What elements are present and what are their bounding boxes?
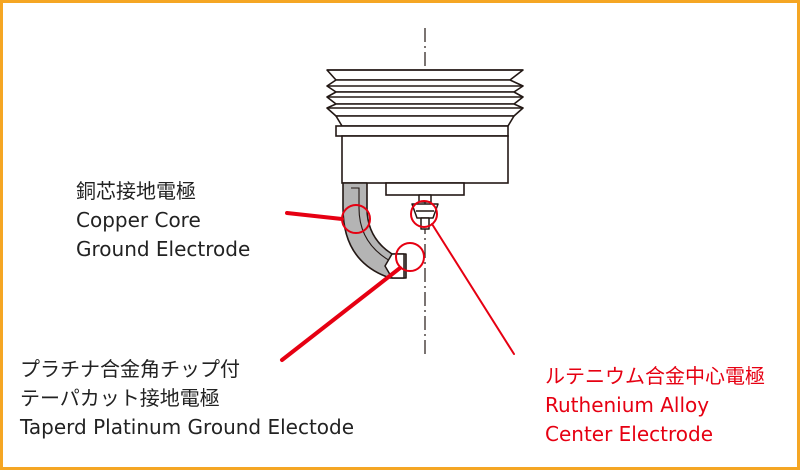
shell-collar (335, 125, 509, 137)
copper-core-label-jp: 銅芯接地電極 (76, 179, 196, 203)
thread-lines (327, 69, 523, 109)
copper-core-label-en2: Ground Electrode (76, 237, 251, 261)
ruthenium-callout-circle (410, 200, 438, 228)
copper-core-label-en1: Copper Core (76, 208, 201, 232)
ruthenium-leader (431, 223, 515, 355)
platinum-tip-callout-circle (395, 242, 425, 272)
center-electrode (411, 194, 439, 230)
ruthenium-center-label: ルテニウム合金中心電極 Ruthenium Alloy Center Elect… (545, 362, 765, 449)
platinum-tip-label-en: Taperd Platinum Ground Electode (20, 415, 355, 439)
shell-body (341, 135, 509, 184)
ruthenium-center-label-jp: ルテニウム合金中心電極 (545, 364, 765, 388)
ruthenium-center-label-en1: Ruthenium Alloy (545, 393, 710, 417)
platinum-tip-leader (280, 266, 402, 362)
platinum-tip-label-jp1: プラチナ合金角チップ付 (20, 357, 240, 381)
ground-electrode-core (351, 187, 393, 263)
copper-core-leader (285, 211, 344, 221)
platinum-tip-label-jp2: テーパカット接地電極 (20, 386, 220, 410)
insulator-nose (385, 182, 465, 196)
copper-core-label: 銅芯接地電極 Copper Core Ground Electrode (76, 177, 250, 264)
ruthenium-center-label-en2: Center Electrode (545, 422, 714, 446)
platinum-tip-label: プラチナ合金角チップ付 テーパカット接地電極 Taperd Platinum G… (20, 355, 354, 442)
platinum-tip (384, 253, 405, 279)
thread-section (326, 69, 524, 127)
